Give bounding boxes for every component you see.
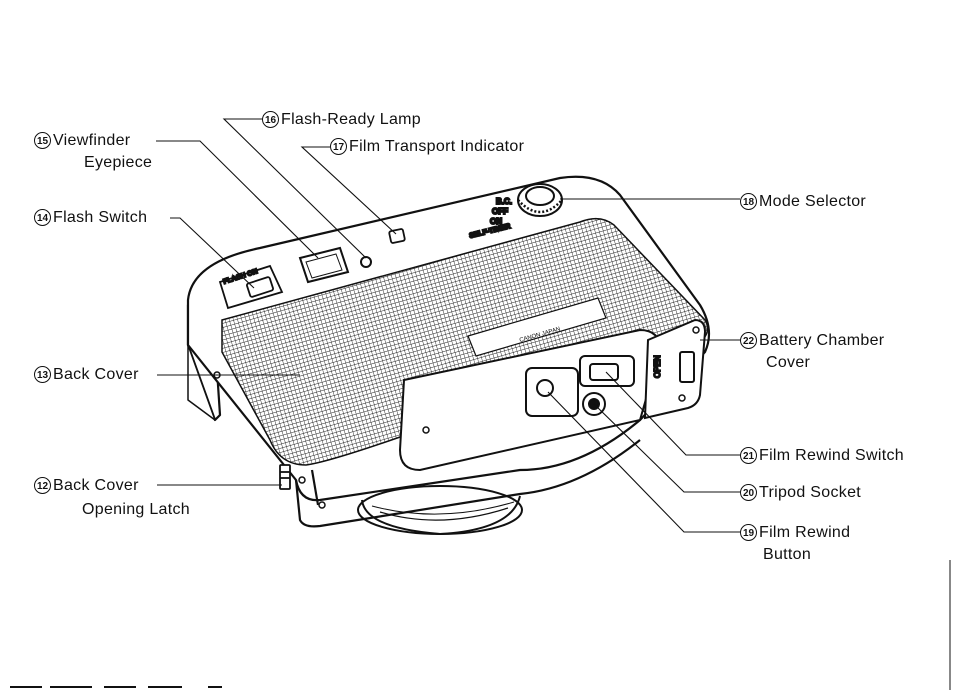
callout-number-17: 17 [330, 138, 347, 155]
callout-number-14: 14 [34, 209, 51, 226]
open-marking: OPEN [653, 355, 662, 378]
label-text: Back Cover [53, 366, 139, 383]
back-cover-latch [279, 464, 291, 490]
callout-number-21: 21 [740, 447, 757, 464]
callout-number-22: 22 [740, 332, 757, 349]
battery-cover: OPEN [643, 318, 707, 420]
callout-number-18: 18 [740, 193, 757, 210]
callout-number-19: 19 [740, 524, 757, 541]
mode-off-marking: OFF [492, 207, 508, 216]
label-text: Flash Switch [53, 209, 148, 226]
callout-number-20: 20 [740, 484, 757, 501]
mode-bc-marking: B.C. [496, 197, 512, 206]
label-text: Film Rewind [759, 524, 851, 541]
label-text: Mode Selector [759, 193, 867, 210]
label-text: Film Rewind Switch [759, 447, 904, 464]
leader-lines [156, 118, 740, 533]
label-battery-chamber-cover-line2: Cover [766, 354, 811, 371]
label-text: Back Cover [53, 477, 139, 494]
callout-number-16: 16 [262, 111, 279, 128]
label-back-cover-opening-latch-line2: Opening Latch [82, 501, 190, 518]
film-transport-window [388, 228, 406, 244]
callout-number-12: 12 [34, 477, 51, 494]
label-text: Tripod Socket [759, 484, 862, 501]
label-text: Battery Chamber [759, 332, 885, 349]
label-text: Film Transport Indicator [349, 138, 525, 155]
viewfinder-window [298, 246, 372, 284]
label-text: Flash-Ready Lamp [281, 111, 421, 128]
label-film-rewind-button-line2: Button [763, 546, 812, 563]
scan-marks [10, 560, 951, 690]
callout-number-15: 15 [34, 132, 51, 149]
lens-barrel [357, 485, 523, 536]
label-text: Viewfinder [53, 132, 131, 149]
screws [213, 326, 700, 509]
callout-number-13: 13 [34, 366, 51, 383]
label-viewfinder-eyepiece-line2: Eyepiece [84, 154, 153, 171]
mode-on-marking: ON [490, 217, 502, 226]
